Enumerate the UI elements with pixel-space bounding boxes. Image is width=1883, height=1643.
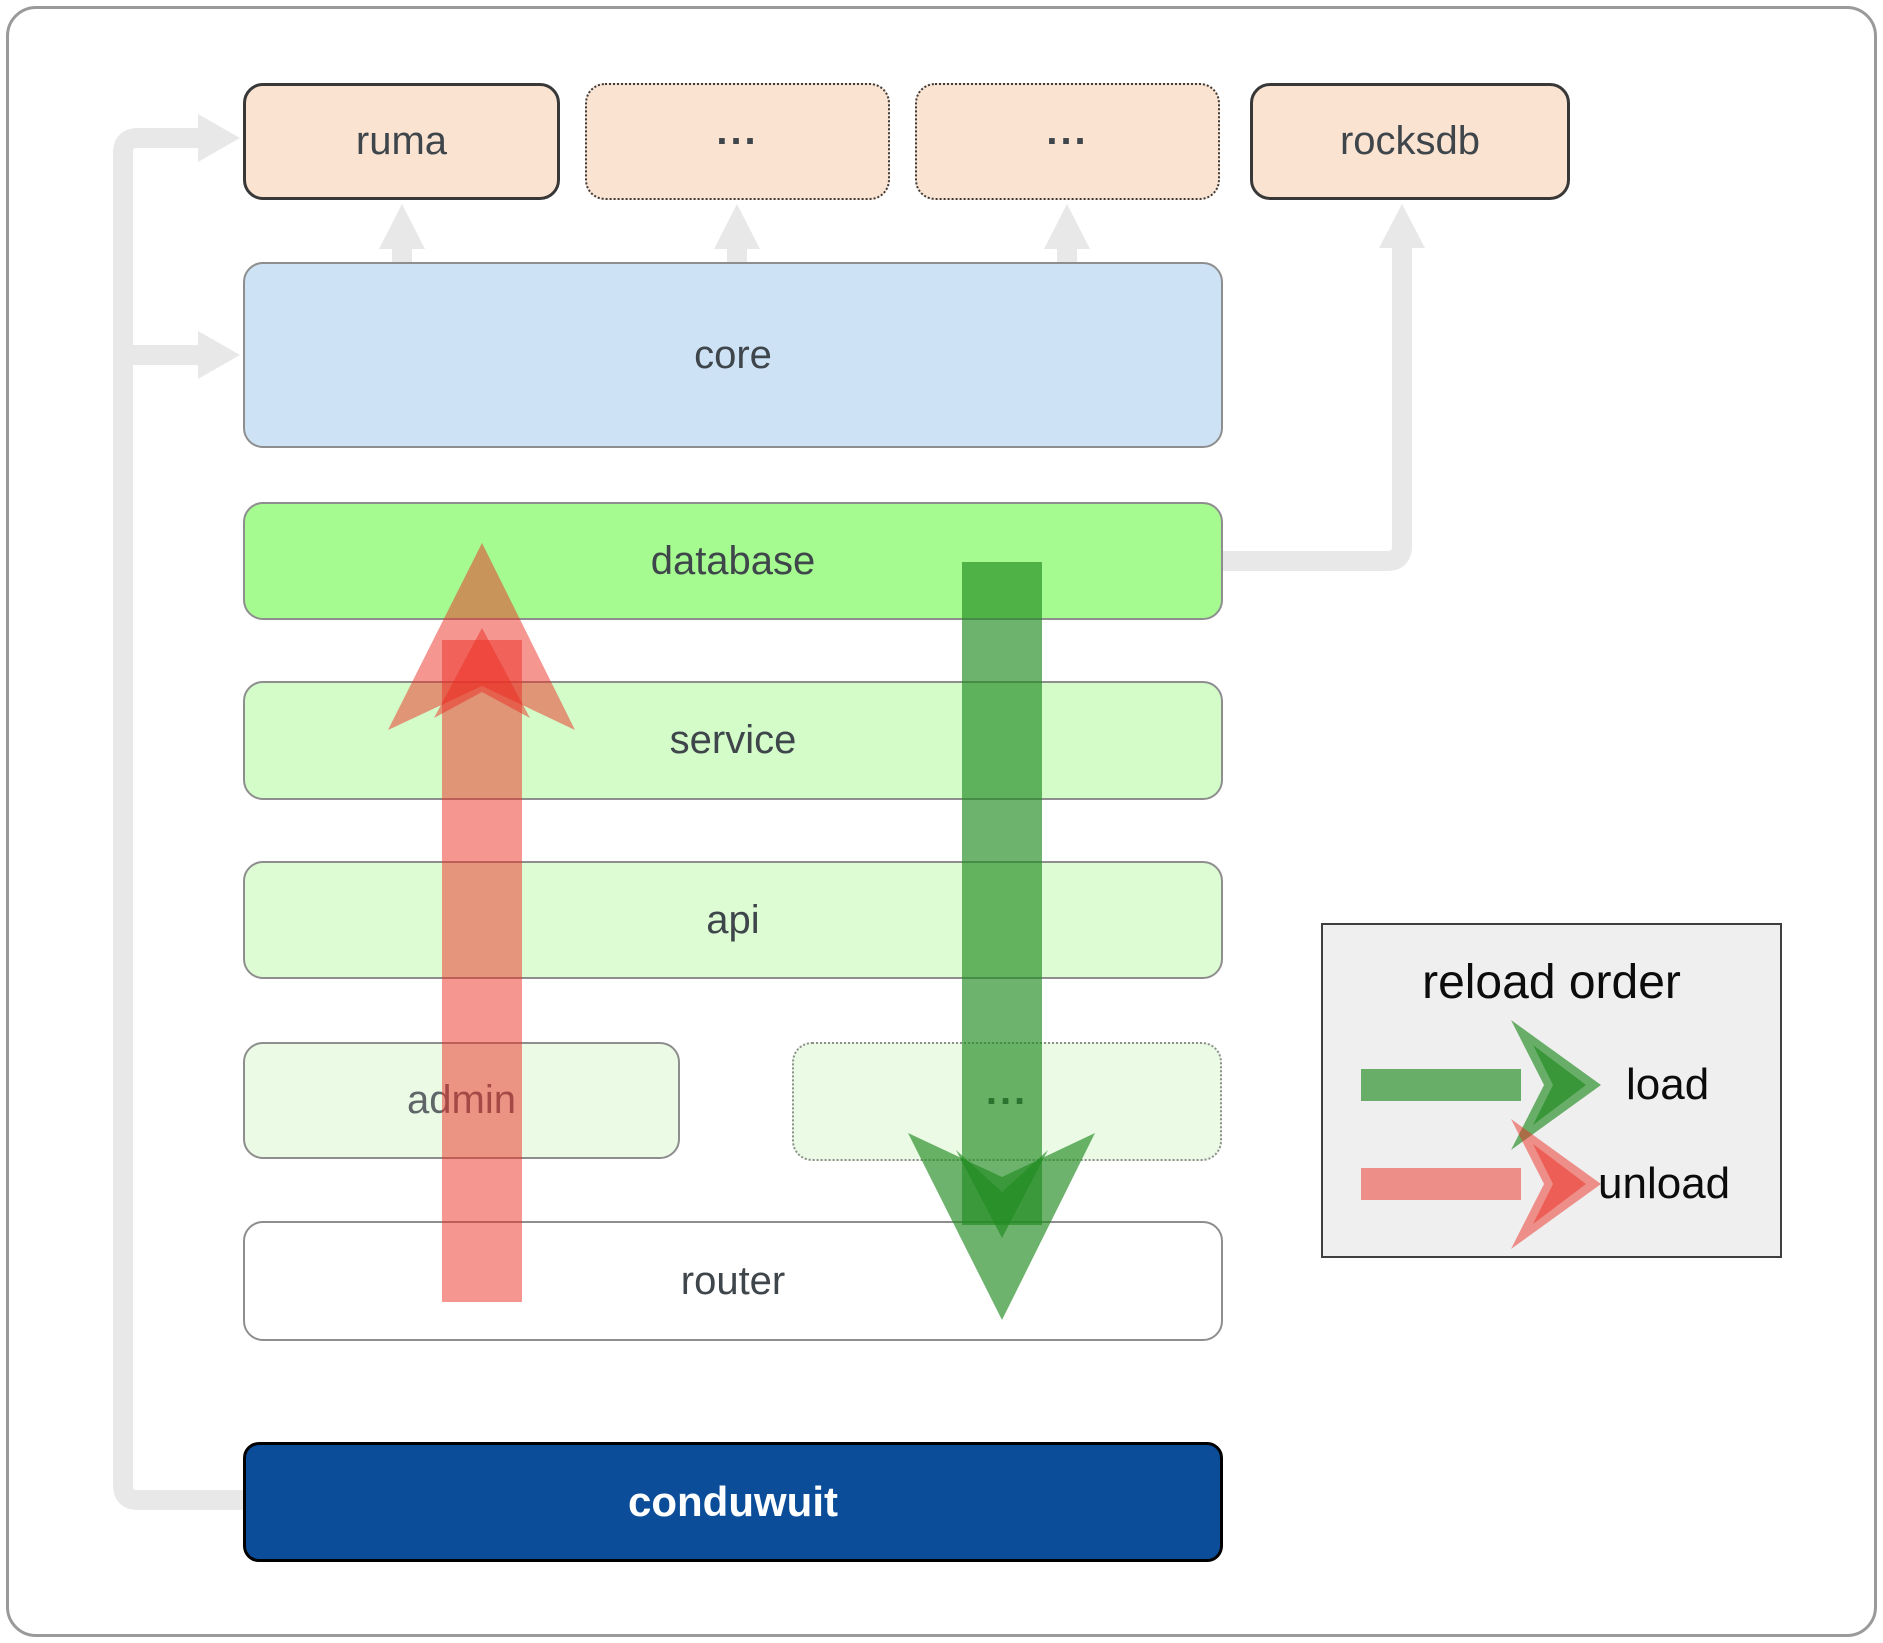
arrowhead-into-rocksdb-icon bbox=[1379, 204, 1425, 248]
node-api: api bbox=[243, 861, 1223, 979]
node-crates-more-2-label: ... bbox=[1046, 109, 1089, 153]
node-core: core bbox=[243, 262, 1223, 448]
legend-unload-arrow-icon bbox=[1361, 1119, 1601, 1249]
node-database: database bbox=[243, 502, 1223, 620]
node-router: router bbox=[243, 1221, 1223, 1341]
node-crates-more-2: ... bbox=[915, 83, 1220, 200]
legend-load-arrow-icon bbox=[1361, 1020, 1601, 1150]
node-rocksdb: rocksdb bbox=[1250, 83, 1570, 200]
edge-conduwuit-trunk bbox=[113, 128, 243, 1510]
node-router-label: router bbox=[680, 1258, 786, 1303]
arrowhead-into-core-icon bbox=[198, 331, 240, 379]
arrowhead-into-ruma-icon bbox=[198, 114, 240, 162]
load-arrow-down-icon bbox=[908, 562, 1095, 1320]
node-conduwuit-label: conduwuit bbox=[628, 1478, 838, 1525]
node-crates-more-1-label: ... bbox=[716, 109, 759, 153]
arrowhead-core-ruma-icon bbox=[379, 204, 425, 249]
unload-arrow-up-icon bbox=[388, 543, 575, 1302]
node-crates-more-1: ... bbox=[585, 83, 890, 200]
arrowhead-core-crates2-icon bbox=[1044, 204, 1090, 249]
outer-border bbox=[6, 6, 1877, 1637]
legend-title: reload order bbox=[1422, 956, 1681, 1009]
node-database-label: database bbox=[650, 538, 816, 583]
node-ruma-label: ruma bbox=[355, 119, 448, 163]
legend-unload-label: unload bbox=[1598, 1159, 1731, 1208]
node-conduwuit: conduwuit bbox=[243, 1442, 1223, 1562]
node-core-label: core bbox=[694, 332, 772, 377]
node-service-label: service bbox=[669, 718, 797, 762]
arrowhead-core-crates1-icon bbox=[714, 204, 760, 249]
legend: reload order load unload bbox=[1321, 923, 1782, 1258]
edge-database-to-rocksdb bbox=[1223, 246, 1412, 571]
node-rocksdb-label: rocksdb bbox=[1339, 119, 1481, 163]
legend-load-label: load bbox=[1626, 1060, 1710, 1109]
node-ruma: ruma bbox=[243, 83, 560, 200]
node-api-label: api bbox=[706, 897, 760, 942]
